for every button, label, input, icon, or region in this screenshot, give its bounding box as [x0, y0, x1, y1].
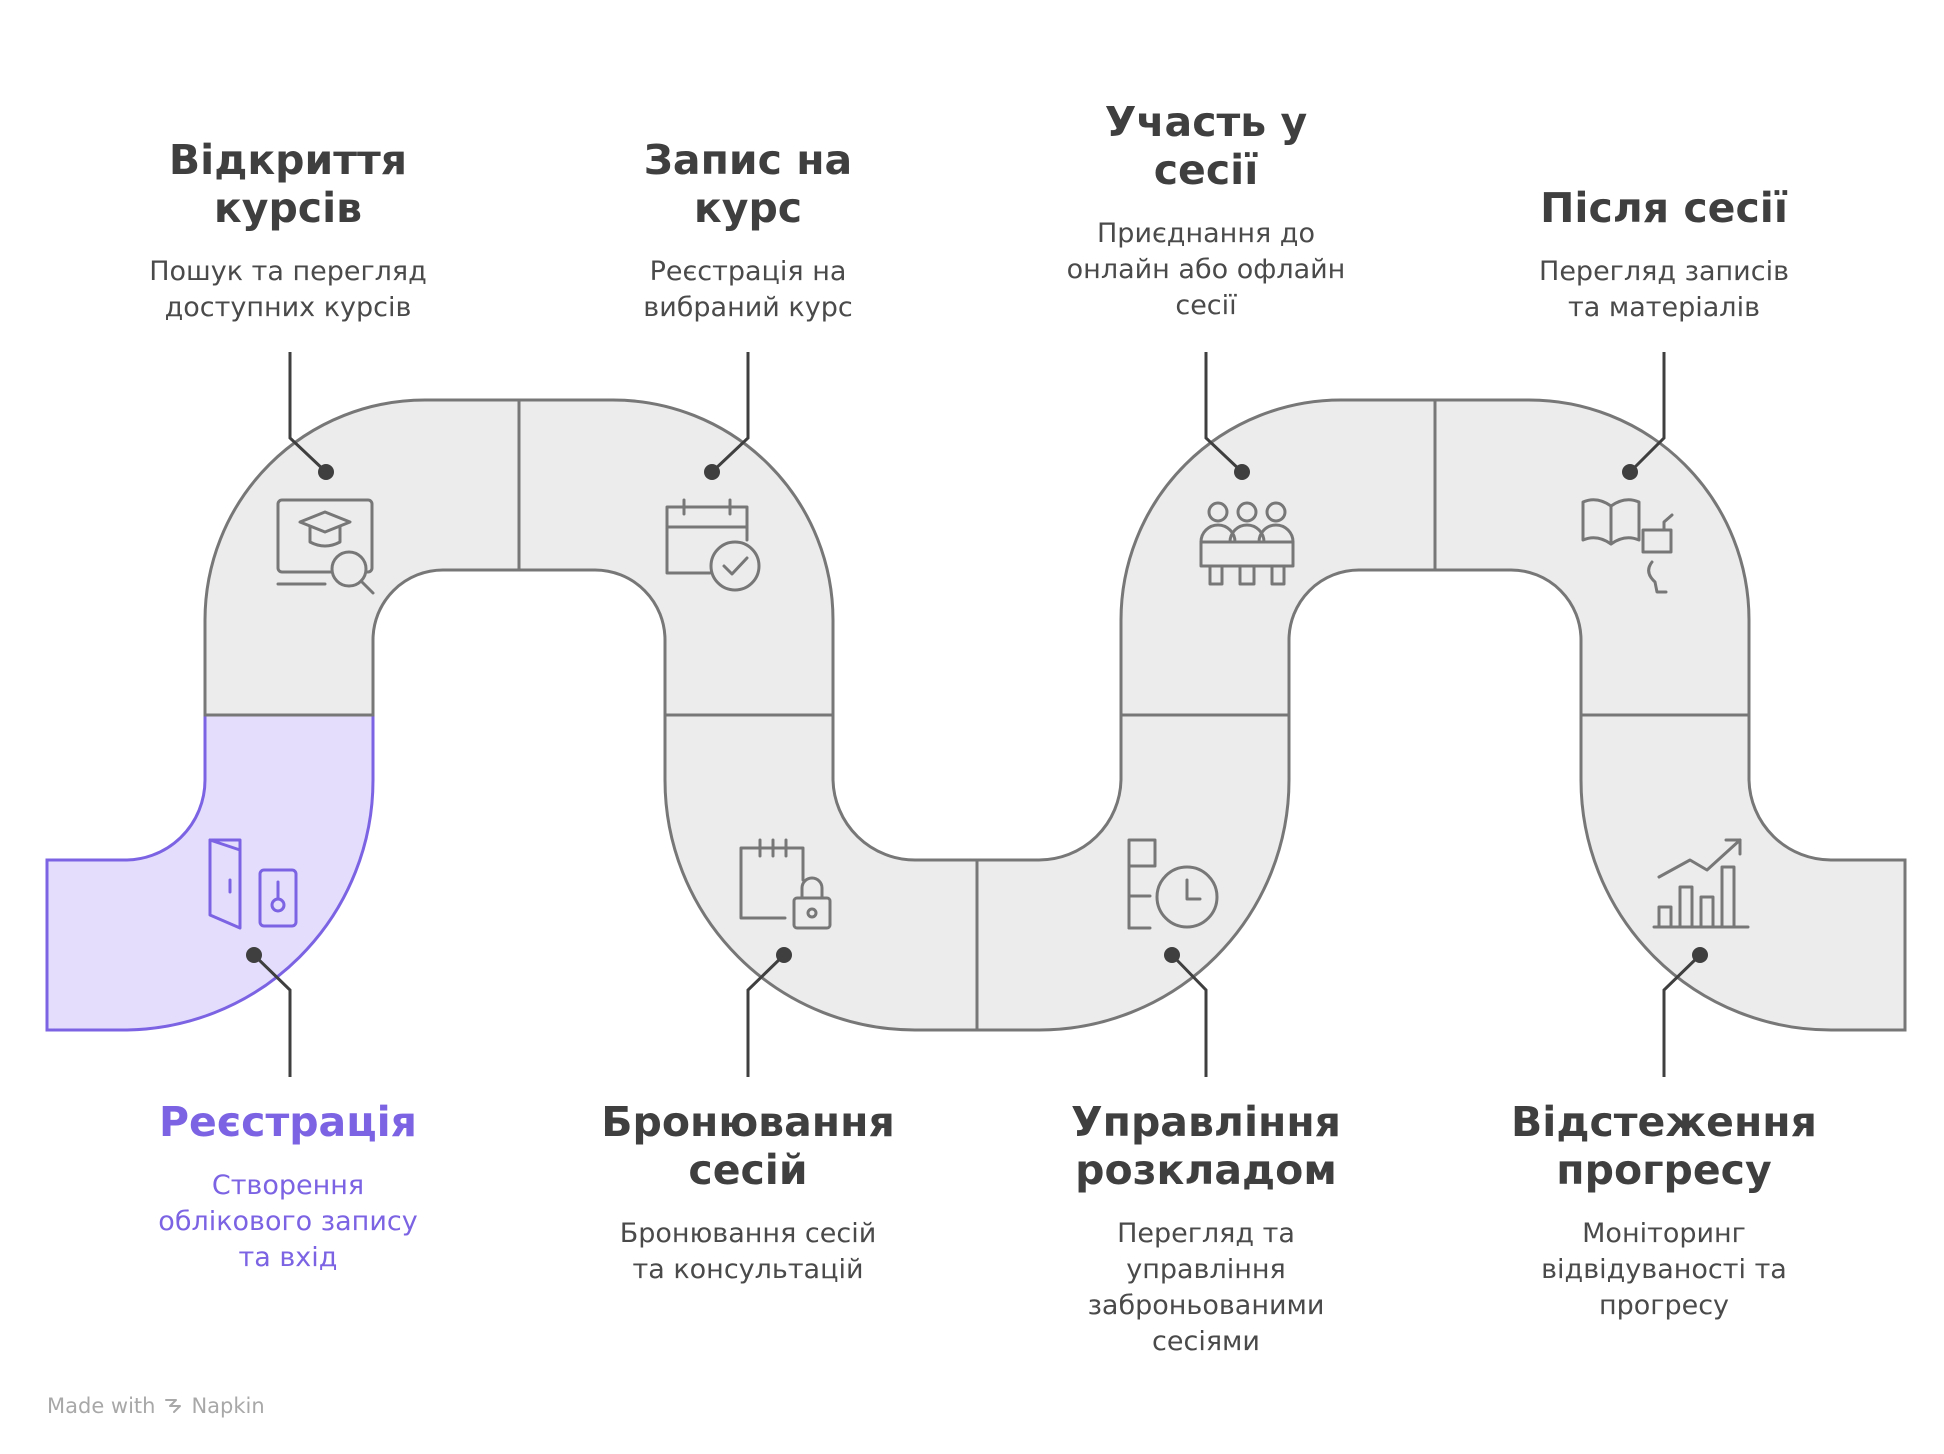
- path-segment-schedule-management: [975, 713, 1291, 1032]
- napkin-watermark: Made with Napkin: [47, 1394, 265, 1418]
- path-segment-progress-tracking: [1579, 713, 1907, 1032]
- connector-dot-session-booking: [776, 947, 792, 963]
- progress-chart-icon: [1652, 838, 1750, 929]
- door-key-icon: [208, 838, 298, 930]
- calendar-lock-icon: [739, 838, 832, 930]
- connector-dot-session-participation: [1234, 464, 1250, 480]
- connector-registration: [252, 953, 292, 1077]
- connector-dot-course-enrollment: [704, 464, 720, 480]
- connector-after-session: [1628, 352, 1666, 474]
- step-title-registration: Реєстрація: [158, 1098, 417, 1146]
- course-search-icon: [276, 498, 375, 595]
- schedule-clock-icon: [1127, 838, 1219, 930]
- path-segment-session-booking: [663, 713, 979, 1032]
- path-segment-course-enrollment: [517, 398, 835, 717]
- connector-progress-tracking: [1662, 953, 1702, 1077]
- connector-schedule-management: [1170, 953, 1208, 1077]
- watermark-made-with: Made with: [47, 1394, 156, 1418]
- connector-course-discovery: [288, 352, 328, 474]
- callout-connectors: [252, 352, 1702, 1077]
- connector-dot-schedule-management: [1164, 947, 1180, 963]
- connector-session-participation: [1204, 352, 1244, 474]
- path-segment-after-session: [1433, 398, 1751, 717]
- path-segment-session-participation: [1119, 398, 1437, 717]
- connector-session-booking: [746, 953, 786, 1077]
- watermark-brand: Napkin: [191, 1394, 265, 1418]
- calendar-check-icon: [665, 498, 761, 592]
- connector-course-enrollment: [710, 352, 750, 474]
- connector-dots: [246, 464, 1708, 963]
- connector-dot-registration: [246, 947, 262, 963]
- connector-dot-course-discovery: [318, 464, 334, 480]
- connector-dot-progress-tracking: [1692, 947, 1708, 963]
- napkin-logo-icon: [165, 1399, 182, 1413]
- book-recording-icon: [1581, 498, 1674, 594]
- step-title-after-session: Після сесії: [1540, 184, 1788, 232]
- meeting-group-icon: [1199, 501, 1295, 586]
- connector-dot-after-session: [1622, 464, 1638, 480]
